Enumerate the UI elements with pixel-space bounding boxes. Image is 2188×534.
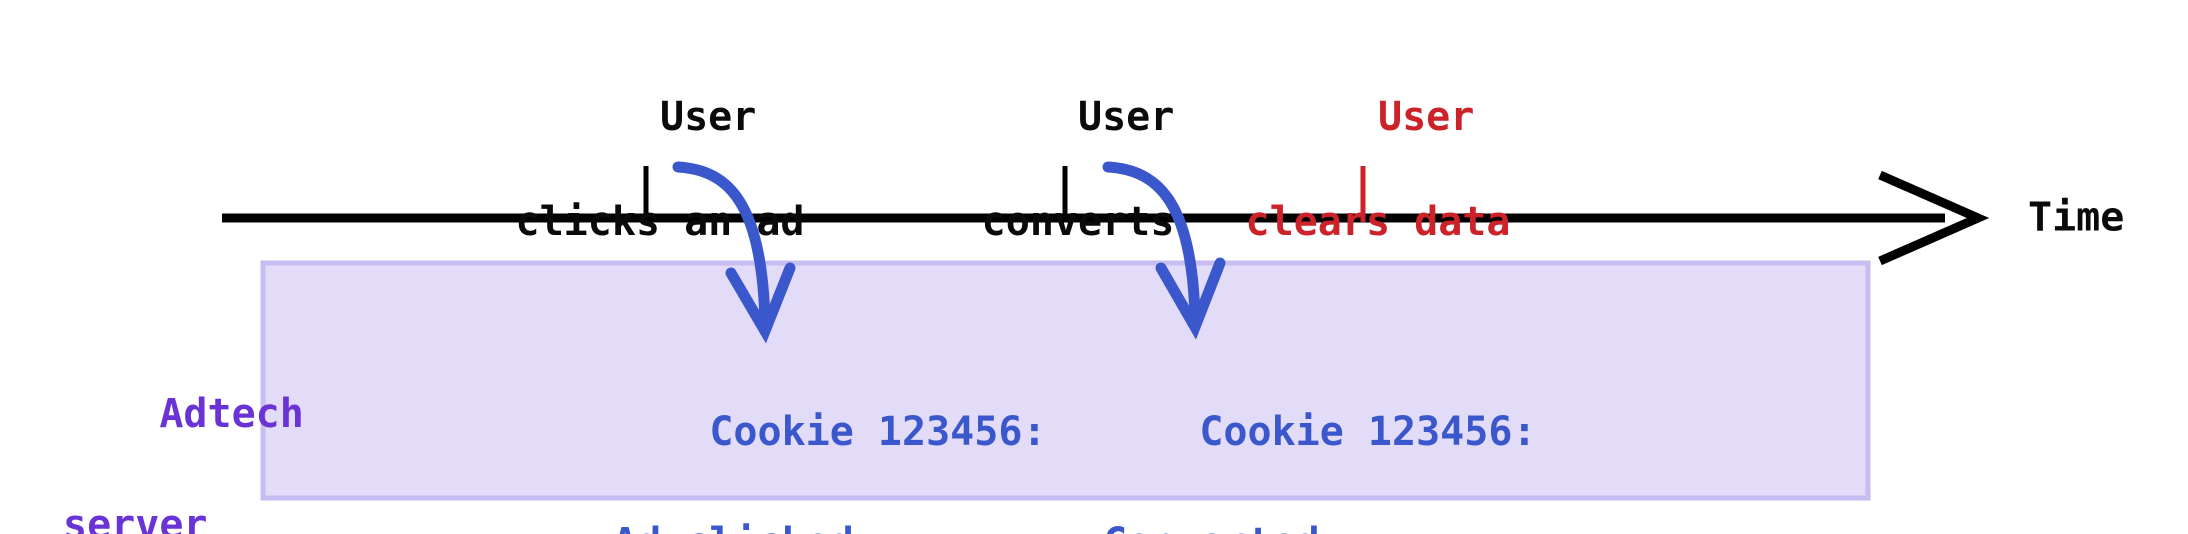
curved-arrow-conversion-to-log	[1102, 161, 1201, 324]
event-label-ad-click-line1: User	[659, 93, 757, 140]
curved-arrow-head-conversion	[1155, 257, 1226, 340]
server-log-entry-converted-cookie: Cookie 123456:	[1199, 409, 1537, 456]
adtech-server-label-line2: server	[63, 501, 208, 534]
server-log-entry-converted: Cookie 123456: Converted	[1103, 350, 1536, 534]
server-log-entry-converted-action: Converted	[1103, 516, 1536, 534]
adtech-server-label-line1: Adtech	[159, 391, 304, 438]
curved-arrow-ad-click-to-log	[672, 161, 771, 328]
server-log-entry-ad-clicked-cookie: Cookie 123456:	[709, 409, 1047, 456]
event-label-conversion: User converts	[982, 38, 1175, 355]
curved-arrow-head-ad-click	[725, 262, 796, 344]
event-label-conversion-line1: User	[1078, 93, 1175, 140]
server-log-entry-ad-clicked: Cookie 123456: Ad clicked	[613, 350, 1046, 534]
event-label-conversion-line2: converts	[981, 199, 1175, 246]
event-label-clear-data: User clears data	[1246, 38, 1511, 355]
adtech-server-region-box	[260, 260, 1871, 501]
event-label-ad-click-line2: clicks an ad	[515, 199, 805, 246]
axis-label-time: Time	[2028, 194, 2125, 241]
server-log-entry-ad-clicked-action: Ad clicked	[613, 516, 1046, 534]
adtech-server-label: Adtech server	[63, 332, 304, 534]
timeline-arrowhead-icon	[1878, 170, 1990, 266]
event-label-ad-click: User clicks an ad	[516, 38, 805, 355]
event-label-clear-data-line1: User	[1378, 93, 1475, 140]
event-label-clear-data-line2: clears data	[1245, 199, 1511, 246]
